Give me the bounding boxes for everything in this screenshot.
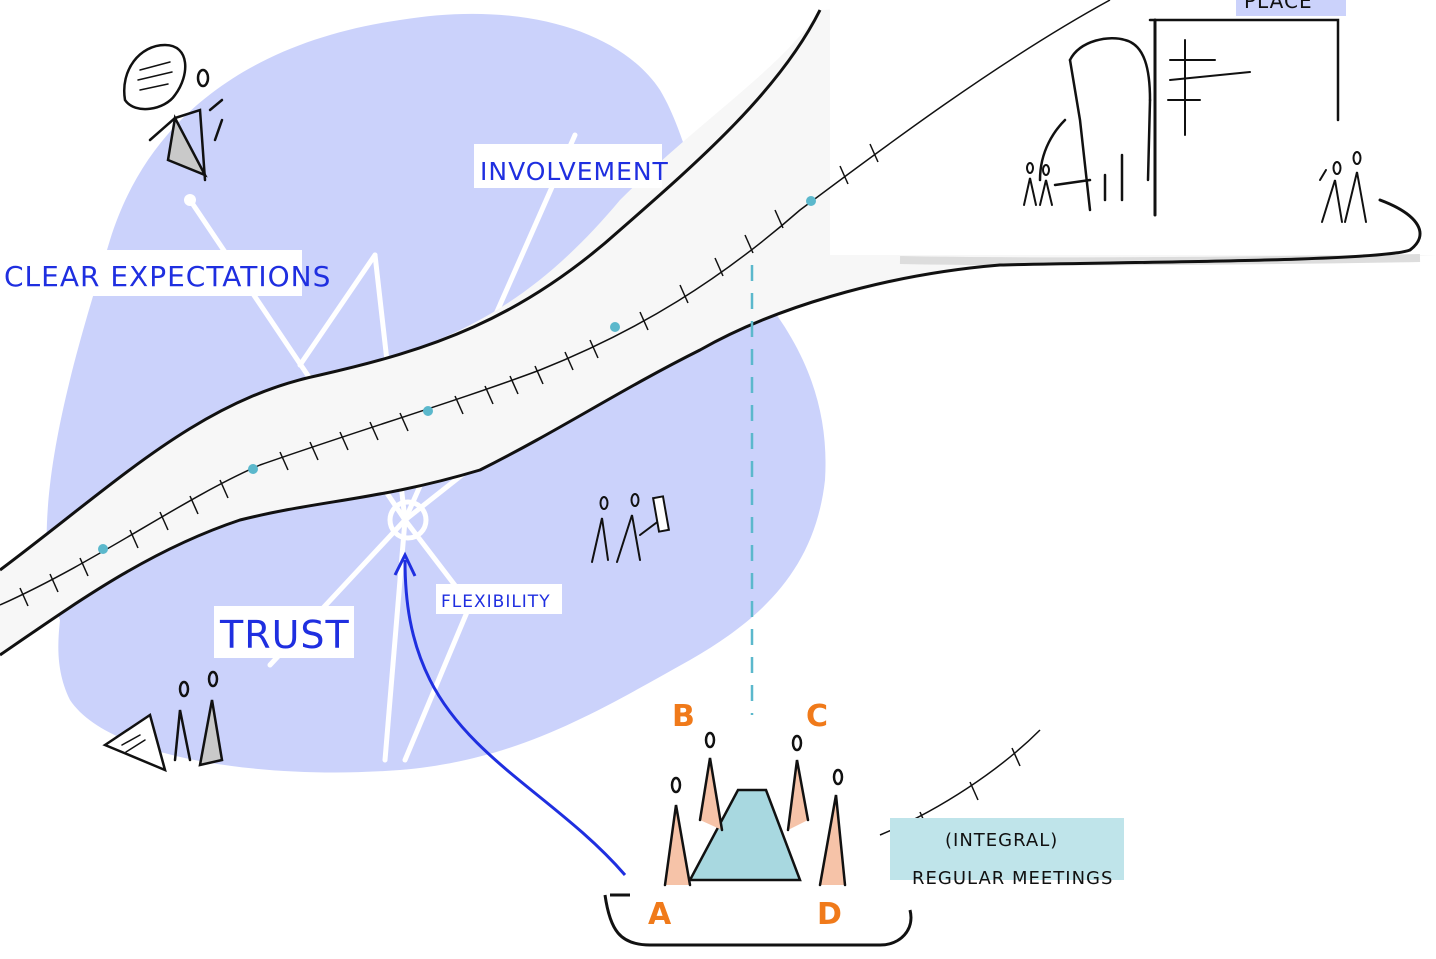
label-meetings-line2: REGULAR MEETINGS <box>912 868 1113 889</box>
label-meetings-line1: (INTEGRAL) <box>945 830 1058 851</box>
label-flexibility: FLEXIBILITY <box>441 592 551 612</box>
road-top-edge <box>0 9 822 572</box>
participant-c: C <box>806 699 829 734</box>
label-involvement: INVOLVEMENT <box>480 157 669 186</box>
participant-a: A <box>648 897 672 932</box>
timeline-ticks <box>19 143 879 607</box>
flexibility-bg <box>436 584 562 614</box>
people-icon <box>1023 151 1367 223</box>
label-destination: PLACE <box>1244 0 1313 13</box>
trust-bg <box>214 606 354 658</box>
spoke-end <box>184 194 196 206</box>
road-bottom-edge <box>0 263 1001 657</box>
road-shadow <box>899 254 1421 266</box>
participant-b: B <box>672 699 696 734</box>
timeline <box>0 0 1111 606</box>
destination-label-bg <box>1236 0 1346 16</box>
meeting-table <box>603 788 913 947</box>
people-icon <box>102 670 224 773</box>
concept-hub <box>387 499 429 541</box>
participant-d: D <box>817 897 843 932</box>
meeting-label-bg <box>890 818 1124 880</box>
clear-expectations-bg <box>0 250 302 296</box>
participant-figures <box>663 731 847 887</box>
timeline-milestones <box>98 196 816 554</box>
thinking-person-icon <box>122 43 224 182</box>
label-trust: TRUST <box>219 613 350 657</box>
hand-icon <box>591 493 671 563</box>
label-clear-expectations: CLEAR EXPECTATIONS <box>4 260 331 293</box>
road-top-mask <box>830 0 1436 255</box>
feedback-arrow-head <box>393 551 417 577</box>
feedback-arrow <box>403 559 627 876</box>
involvement-bg <box>474 144 662 188</box>
building-icon <box>998 18 1422 267</box>
